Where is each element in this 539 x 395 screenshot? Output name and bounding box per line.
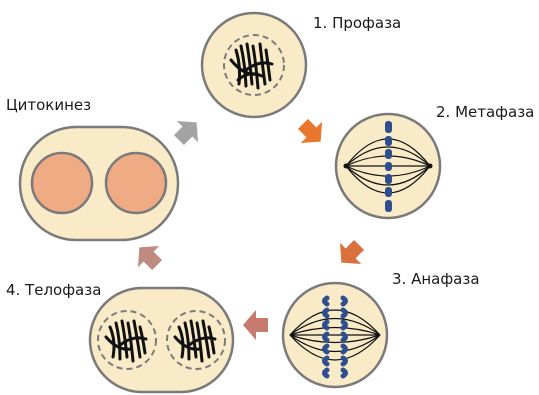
prophase-label: 1. Профаза — [313, 14, 401, 32]
cytokinesis-nucleus-left — [32, 153, 92, 213]
metaphase-label: 2. Метафаза — [436, 103, 534, 121]
telophase-label: 4. Телофаза — [6, 281, 101, 299]
cytokinesis-nucleus-right — [106, 153, 166, 213]
metaphase-pole-left — [344, 164, 349, 169]
prophase-cell — [202, 13, 306, 117]
telophase-cell — [90, 288, 233, 392]
anaphase-cell — [283, 283, 387, 387]
cytokinesis-label: Цитокинез — [6, 96, 91, 114]
arrow-prophase-to-metaphase — [292, 113, 331, 152]
arrow-anaphase-to-telophase — [243, 310, 268, 340]
arrow-cytokinesis-to-prophase — [168, 112, 207, 151]
arrow-metaphase-to-anaphase — [331, 234, 370, 273]
metaphase-cell — [336, 114, 440, 218]
arrow-telophase-to-cytokinesis — [129, 237, 168, 276]
anaphase-label: 3. Анафаза — [392, 270, 480, 288]
metaphase-pole-right — [428, 164, 433, 169]
cytokinesis-cell — [20, 127, 178, 240]
